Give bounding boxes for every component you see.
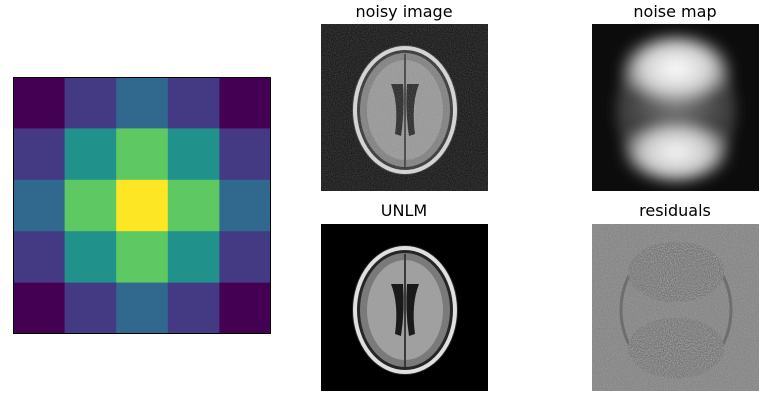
kernel-heatmap-svg <box>13 77 271 334</box>
noisy-image <box>321 24 488 191</box>
kernel-cell <box>13 282 66 334</box>
kernel-cell <box>167 128 220 181</box>
kernel-cell <box>167 282 220 334</box>
kernel-cell <box>116 179 169 232</box>
kernel-cell <box>116 231 169 284</box>
kernel-cell <box>219 231 271 284</box>
kernel-cell <box>167 77 220 129</box>
kernel-cell <box>116 282 169 334</box>
kernel-cell <box>13 231 66 284</box>
unlm-image <box>321 224 488 391</box>
kernel-cell <box>13 128 66 181</box>
title-residuals: residuals <box>639 201 711 220</box>
kernel-cell <box>219 77 271 129</box>
kernel-cell <box>13 179 66 232</box>
kernel-heatmap <box>13 77 271 334</box>
kernel-cell <box>116 77 169 129</box>
kernel-cell <box>219 282 271 334</box>
kernel-cell <box>167 231 220 284</box>
kernel-cell <box>64 231 117 284</box>
kernel-cell <box>167 179 220 232</box>
title-unlm: UNLM <box>380 201 428 220</box>
residuals-image <box>592 224 759 391</box>
kernel-cell <box>64 128 117 181</box>
kernel-cell <box>13 77 66 129</box>
kernel-border <box>13 77 271 334</box>
kernel-cell <box>219 179 271 232</box>
kernel-cell <box>219 128 271 181</box>
kernel-cell <box>116 128 169 181</box>
kernel-cell <box>64 179 117 232</box>
noise-map-image <box>592 24 759 191</box>
kernel-cell <box>64 77 117 129</box>
title-noisy-image: noisy image <box>355 2 453 21</box>
title-noise-map: noise map <box>633 2 717 21</box>
kernel-cell <box>64 282 117 334</box>
